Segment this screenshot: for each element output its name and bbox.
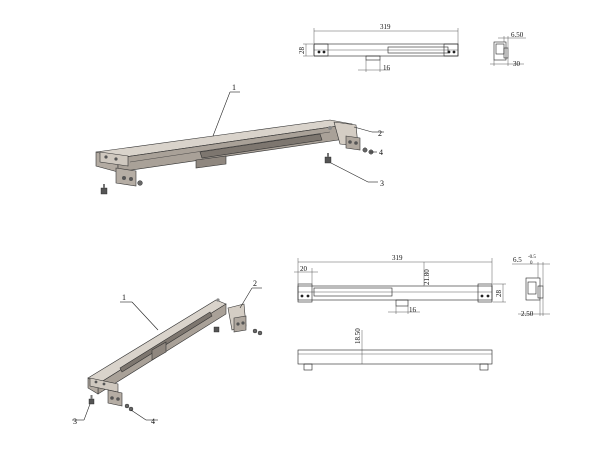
callout-4: 4 bbox=[130, 409, 158, 426]
dim-height: 28 bbox=[495, 290, 503, 298]
dim-overall-length: 319 bbox=[380, 23, 391, 31]
plan-view-bottom: 18.50 bbox=[297, 328, 493, 371]
nut-part bbox=[124, 403, 134, 412]
front-view-bottom: 319 20 21.80 28 16 bbox=[294, 254, 506, 314]
dim-plan-depth: 18.50 bbox=[354, 328, 362, 344]
screw-part bbox=[213, 326, 220, 333]
dim-rail-height: 21.80 bbox=[423, 269, 431, 285]
svg-text:4: 4 bbox=[379, 148, 383, 157]
isometric-assembly-top: 1 2 4 3 bbox=[95, 83, 384, 195]
svg-text:2: 2 bbox=[378, 129, 382, 138]
callout-3: 3 bbox=[72, 403, 91, 426]
isometric-assembly-bottom: 1 2 3 4 bbox=[72, 279, 263, 426]
screw-part bbox=[324, 153, 332, 164]
svg-text:1: 1 bbox=[122, 293, 126, 302]
dim-end-width: 20 bbox=[300, 265, 308, 273]
dim-height: 28 bbox=[298, 47, 306, 55]
dim-depth: 30 bbox=[513, 60, 521, 68]
dim-thickness: 6.50 bbox=[511, 31, 524, 39]
svg-text:3: 3 bbox=[380, 179, 384, 188]
svg-text:3: 3 bbox=[73, 417, 77, 426]
callout-1: 1 bbox=[212, 83, 240, 137]
svg-text:4: 4 bbox=[151, 417, 155, 426]
callout-4: 4 bbox=[370, 148, 383, 157]
side-view-top: 6.50 30 bbox=[490, 31, 526, 68]
dim-side-depth: 2.50 bbox=[521, 310, 534, 318]
dim-side-thickness: 6.5 bbox=[513, 256, 522, 264]
svg-text:2: 2 bbox=[253, 279, 257, 288]
dim-tolerance-bottom: 0 bbox=[530, 261, 533, 266]
nut-part bbox=[252, 328, 263, 336]
side-view-bottom: 6.5 -0.5 0 2.50 bbox=[512, 255, 550, 318]
callout-1: 1 bbox=[120, 293, 159, 331]
front-view-top: 319 28 16 bbox=[298, 23, 459, 72]
svg-text:1: 1 bbox=[232, 83, 236, 92]
dim-tolerance-top: -0.5 bbox=[528, 255, 536, 260]
callout-2: 2 bbox=[239, 279, 262, 309]
callout-3: 3 bbox=[330, 162, 384, 188]
dim-slot: 16 bbox=[383, 64, 391, 72]
nut-part bbox=[362, 147, 374, 155]
dim-slot: 16 bbox=[409, 306, 417, 314]
screw-part bbox=[88, 395, 95, 405]
screw-part bbox=[100, 184, 108, 195]
nut-part bbox=[137, 180, 143, 186]
callout-2: 2 bbox=[353, 126, 384, 138]
dim-overall-length: 319 bbox=[392, 254, 403, 262]
